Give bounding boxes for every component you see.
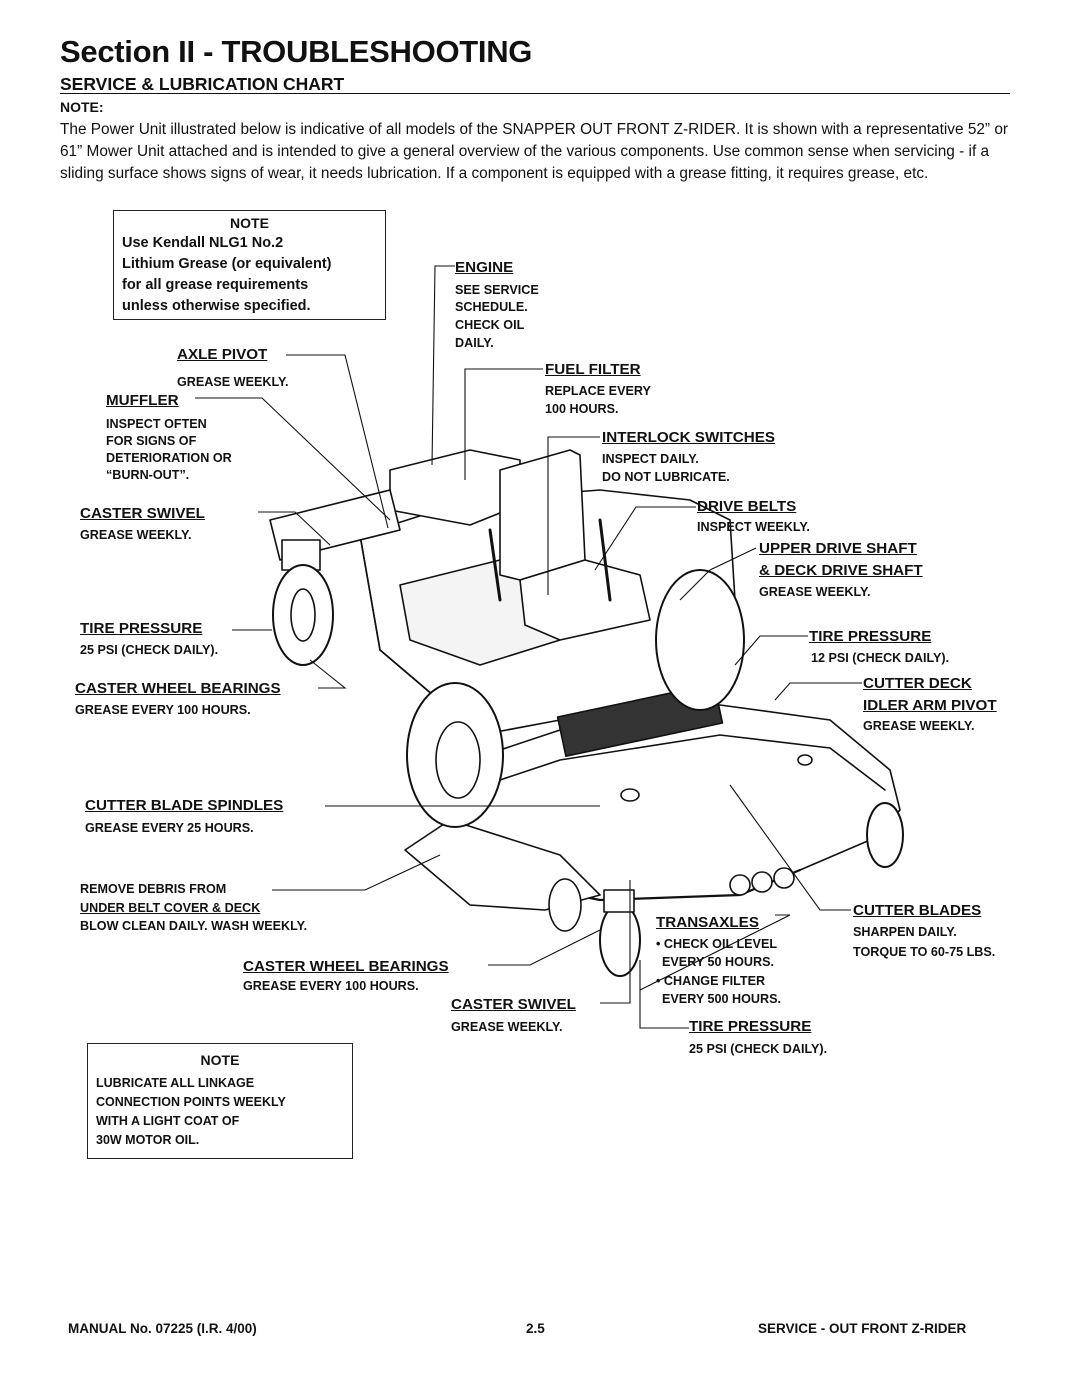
header-rule (60, 93, 1010, 94)
leader-cutter-blades (729, 784, 851, 911)
note-line: CONNECTION POINTS WEEKLY (96, 1095, 286, 1109)
caster-swivel-bottom-detail: GREASE WEEKLY. (451, 1020, 563, 1034)
note-line: for all grease requirements (122, 277, 309, 293)
engine-heading: ENGINE (455, 259, 514, 276)
transaxles-detail: • CHECK OIL LEVEL (656, 937, 778, 951)
tire-pressure-left-detail: 25 PSI (CHECK DAILY). (80, 643, 219, 657)
interlock-detail: INSPECT DAILY. (602, 452, 699, 466)
cutter-blades-detail: SHARPEN DAILY. (853, 925, 957, 939)
note-box-heading: NOTE (230, 215, 269, 231)
caster-wheel-front-left (548, 878, 582, 932)
muffler-detail: INSPECT OFTEN (106, 417, 207, 431)
page-title: Section II - TROUBLESHOOTING (60, 34, 533, 69)
note-line: Lithium Grease (or equivalent) (122, 256, 332, 272)
note-line: unless otherwise specified. (122, 298, 311, 314)
note-box-grease: NOTE Use Kendall NLG1 No.2 Lithium Greas… (113, 210, 386, 320)
fuel-filter-heading: FUEL FILTER (545, 361, 641, 378)
remove-debris-line2: UNDER BELT COVER & DECK (80, 901, 261, 915)
muffler-heading: MUFFLER (106, 392, 179, 409)
leader-transaxles (639, 914, 791, 991)
transaxles-heading: TRANSAXLES (656, 914, 759, 931)
drive-shaft-detail: GREASE WEEKLY. (759, 585, 871, 599)
note-box-heading: NOTE (200, 1052, 240, 1068)
leader-fuel-filter (464, 368, 543, 480)
note-line: WITH A LIGHT COAT OF (96, 1114, 240, 1128)
caster-wheel-front-mid (599, 903, 641, 977)
drive-shaft-heading-2: & DECK DRIVE SHAFT (759, 562, 923, 579)
caster-swivel-left-heading: CASTER SWIVEL (80, 505, 205, 522)
caster-swivel-bottom-heading: CASTER SWIVEL (451, 996, 576, 1013)
rear-wheel-right (655, 569, 745, 711)
blade-spindles-heading: CUTTER BLADE SPINDLES (85, 797, 284, 814)
footer-section: SERVICE - OUT FRONT Z-RIDER (758, 1321, 967, 1336)
muffler-detail: “BURN-OUT”. (106, 468, 190, 482)
tire-pressure-bottom-heading: TIRE PRESSURE (689, 1018, 812, 1035)
intro-paragraph: The Power Unit illustrated below is indi… (60, 121, 1009, 182)
interlock-detail: DO NOT LUBRICATE. (602, 470, 730, 484)
engine-detail: DAILY. (455, 336, 494, 350)
engine-detail: SEE SERVICE (455, 283, 539, 297)
tire-pressure-right-heading: TIRE PRESSURE (809, 628, 932, 645)
caster-bearings-bottom-heading: CASTER WHEEL BEARINGS (243, 958, 449, 975)
caster-bearings-left-detail: GREASE EVERY 100 HOURS. (75, 703, 251, 717)
leader-tire-pressure-bottom (639, 960, 689, 1029)
leader-interlock (547, 436, 600, 595)
drive-shaft-heading-1: UPPER DRIVE SHAFT (759, 540, 917, 557)
chart-subtitle: SERVICE & LUBRICATION CHART (60, 74, 345, 94)
interlock-heading: INTERLOCK SWITCHES (602, 429, 775, 446)
axle-pivot-detail: GREASE WEEKLY. (177, 375, 289, 389)
transaxles-detail: EVERY 500 HOURS. (662, 992, 781, 1006)
leader-axle-pivot (286, 354, 389, 529)
caster-swivel-left-detail: GREASE WEEKLY. (80, 528, 192, 542)
transaxles-detail: • CHANGE FILTER (656, 974, 766, 988)
cutter-deck-heading-2: IDLER ARM PIVOT (863, 697, 997, 714)
leader-cutter-deck (774, 682, 862, 701)
tire-pressure-left-heading: TIRE PRESSURE (80, 620, 203, 637)
seat-shape (499, 449, 586, 581)
leader-caster-bearings-bottom (488, 929, 601, 966)
muffler-detail: FOR SIGNS OF (106, 434, 197, 448)
tire-pressure-bottom-detail: 25 PSI (CHECK DAILY). (689, 1042, 828, 1056)
blade-spindles-detail: GREASE EVERY 25 HOURS. (85, 821, 254, 835)
engine-detail: SCHEDULE. (455, 300, 528, 314)
transaxles-detail: EVERY 50 HOURS. (662, 955, 774, 969)
note-line: 30W MOTOR OIL. (96, 1133, 200, 1147)
note-line: Use Kendall NLG1 No.2 (122, 235, 284, 251)
leader-tire-pressure-right (734, 635, 808, 666)
cutter-blades-heading: CUTTER BLADES (853, 902, 982, 919)
muffler-detail: DETERIORATION OR (106, 451, 232, 465)
caster-wheel-front-right (866, 802, 904, 868)
leader-caster-swivel-left (258, 511, 331, 546)
caster-bearings-bottom-detail: GREASE EVERY 100 HOURS. (243, 979, 419, 993)
leader-caster-bearings-left (309, 659, 347, 689)
fuel-filter-detail: 100 HOURS. (545, 402, 619, 416)
note-label: NOTE: (60, 99, 104, 115)
caster-bearings-left-heading: CASTER WHEEL BEARINGS (75, 680, 281, 697)
page-number: 2.5 (526, 1321, 545, 1336)
leader-drive-shaft (679, 547, 757, 601)
drive-belts-detail: INSPECT WEEKLY. (697, 520, 810, 534)
manual-number: MANUAL No. 07225 (I.R. 4/00) (68, 1321, 257, 1336)
remove-debris-line1: REMOVE DEBRIS FROM (80, 882, 227, 896)
drive-belts-heading: DRIVE BELTS (697, 498, 797, 515)
remove-debris-line3: BLOW CLEAN DAILY. WASH WEEKLY. (80, 919, 308, 933)
leader-caster-swivel-bottom (600, 880, 631, 1004)
leader-drive-belts (594, 506, 696, 571)
engine-detail: CHECK OIL (455, 318, 525, 332)
note-box-linkage: NOTE LUBRICATE ALL LINKAGE CONNECTION PO… (87, 1043, 353, 1159)
axle-pivot-heading: AXLE PIVOT (177, 346, 268, 363)
cutter-deck-detail: GREASE WEEKLY. (863, 719, 975, 733)
tire-pressure-right-detail: 12 PSI (CHECK DAILY). (811, 651, 950, 665)
note-line: LUBRICATE ALL LINKAGE (96, 1076, 255, 1090)
leader-engine (431, 265, 455, 466)
leader-remove-debris (272, 854, 441, 891)
leader-muffler (195, 397, 391, 521)
fuel-filter-detail: REPLACE EVERY (545, 384, 651, 398)
cutter-blades-detail: TORQUE TO 60-75 LBS. (853, 945, 996, 959)
cutter-deck-heading-1: CUTTER DECK (863, 675, 972, 692)
